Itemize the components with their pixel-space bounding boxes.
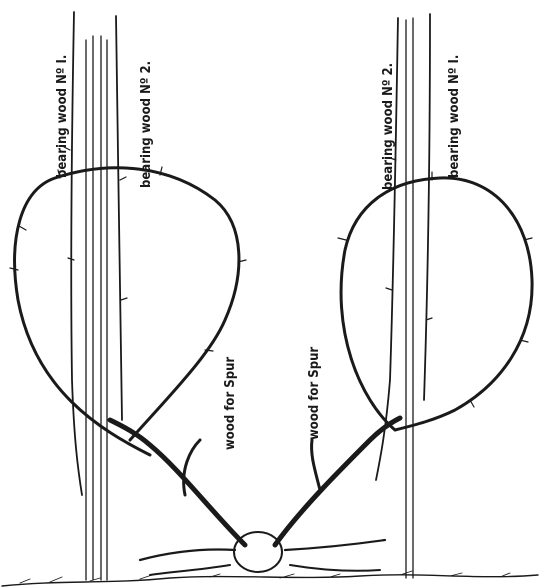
label-right-bearing-wood-no2: bearing wood Nº 2.: [381, 63, 396, 190]
right-bent-loop: [338, 172, 532, 430]
labels: bearing wood Nº I. bearing wood Nº 2. be…: [55, 55, 462, 450]
label-left-bearing-wood-no1: bearing wood Nº I.: [55, 55, 70, 178]
label-left-bearing-wood-no2-top: bearing wood Nº 2.: [139, 61, 154, 188]
vine-trunk: [110, 418, 400, 575]
stakes: [86, 18, 413, 580]
ground: [2, 571, 538, 586]
label-right-bearing-wood-no1: bearing wood Nº I.: [447, 55, 462, 178]
label-wood-for-spur-left: wood for Spur: [223, 357, 238, 450]
label-wood-for-spur-right: wood for Spur: [307, 347, 322, 440]
left-bent-loop: [10, 167, 246, 455]
